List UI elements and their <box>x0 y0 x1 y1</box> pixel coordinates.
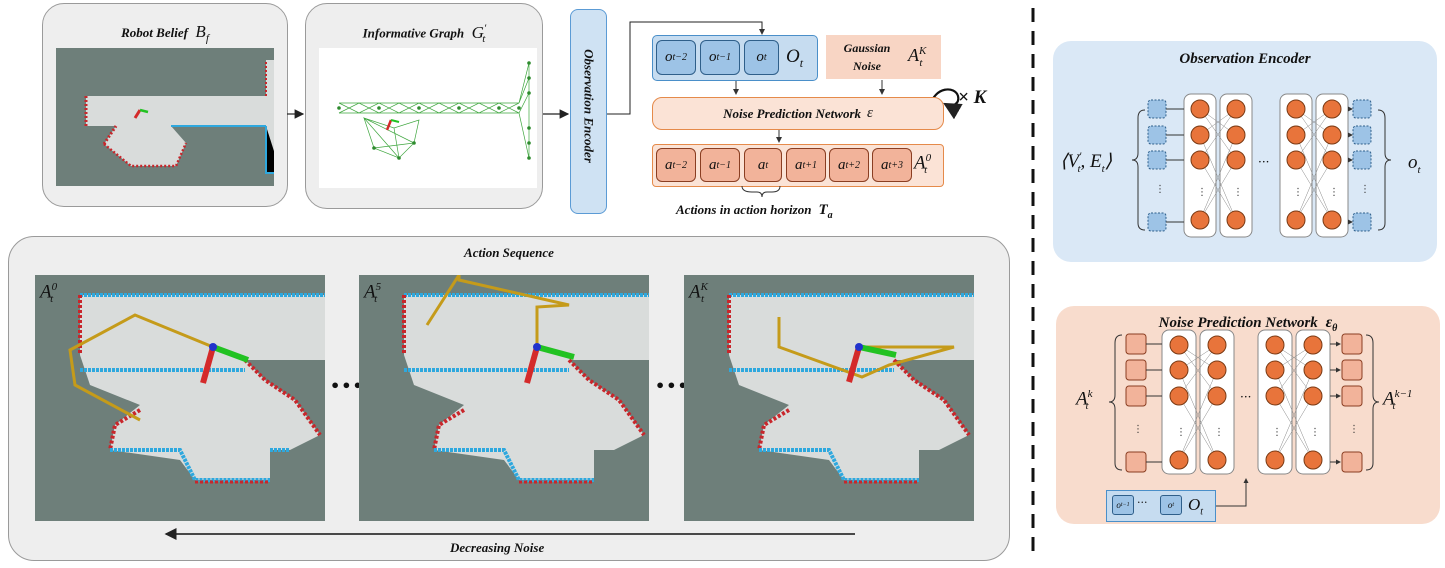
action-frame-5: A5t <box>359 275 649 521</box>
npn-detail-output: Ak−1t <box>1383 388 1413 413</box>
robot-belief-map-svg <box>84 60 274 174</box>
frame-k-label: AKt <box>689 281 708 306</box>
repeat-k-label: × K <box>958 87 987 108</box>
npn-condition-symbol: Ot <box>1188 495 1204 518</box>
gaussian-noise-box: Gaussian Noise AKt <box>826 35 941 79</box>
action-frame-5-map <box>402 275 649 484</box>
action-symbol: A0t <box>914 152 932 177</box>
robot-belief-panel: Robot Belief Bf <box>42 3 288 207</box>
robot-belief-map <box>56 48 274 186</box>
obs-symbol: Ot <box>786 46 804 70</box>
frame-0-label: A0t <box>40 281 58 306</box>
informative-graph-title: Informative Graph G′t <box>362 22 487 46</box>
gaussian-noise-label: Gaussian Noise <box>843 41 891 73</box>
ellipsis-1: ••• <box>330 376 364 395</box>
action-horizon-label: Actions in action horizon Ta <box>676 202 833 221</box>
observation-encoder-bar-label: Observation Encoder <box>581 49 597 163</box>
frame-5-label: A5t <box>364 281 382 306</box>
noise-prediction-network-symbol: ε <box>867 105 873 121</box>
noise-prediction-network-label: Noise Prediction Network <box>723 105 861 121</box>
npn-detail-input: Akt <box>1076 388 1093 413</box>
action-frame-k-map <box>727 293 974 484</box>
action-frame-0-map <box>68 293 325 484</box>
ellipsis-2: ••• <box>655 376 689 395</box>
noise-prediction-network-box: Noise Prediction Network ε <box>652 97 944 130</box>
npn-detail-dots: ··· <box>1240 390 1252 404</box>
informative-graph-panel: Informative Graph G′t <box>305 3 543 209</box>
robot-belief-title: Robot Belief Bf <box>121 22 209 45</box>
informative-graph-canvas <box>319 48 537 188</box>
decreasing-noise-label: Decreasing Noise <box>450 540 545 555</box>
npn-condition-dots: ··· <box>1137 496 1148 509</box>
informative-graph-svg <box>337 61 531 160</box>
action-frame-k: AKt <box>684 275 974 521</box>
encoder-detail-dots: ··· <box>1258 155 1270 169</box>
observation-encoder-bar: Observation Encoder <box>570 9 607 214</box>
action-sequence-title: Action Sequence <box>464 245 554 260</box>
action-frame-0: A0t <box>35 275 325 521</box>
encoder-detail-title: Observation Encoder <box>1179 51 1311 67</box>
gaussian-noise-symbol: AKt <box>908 45 927 69</box>
encoder-detail-output: ot <box>1408 152 1421 176</box>
npn-detail-title: Noise Prediction Network εθ <box>1158 314 1338 335</box>
encoder-detail-input: ⟨V′t, Et⟩ <box>1060 150 1113 175</box>
